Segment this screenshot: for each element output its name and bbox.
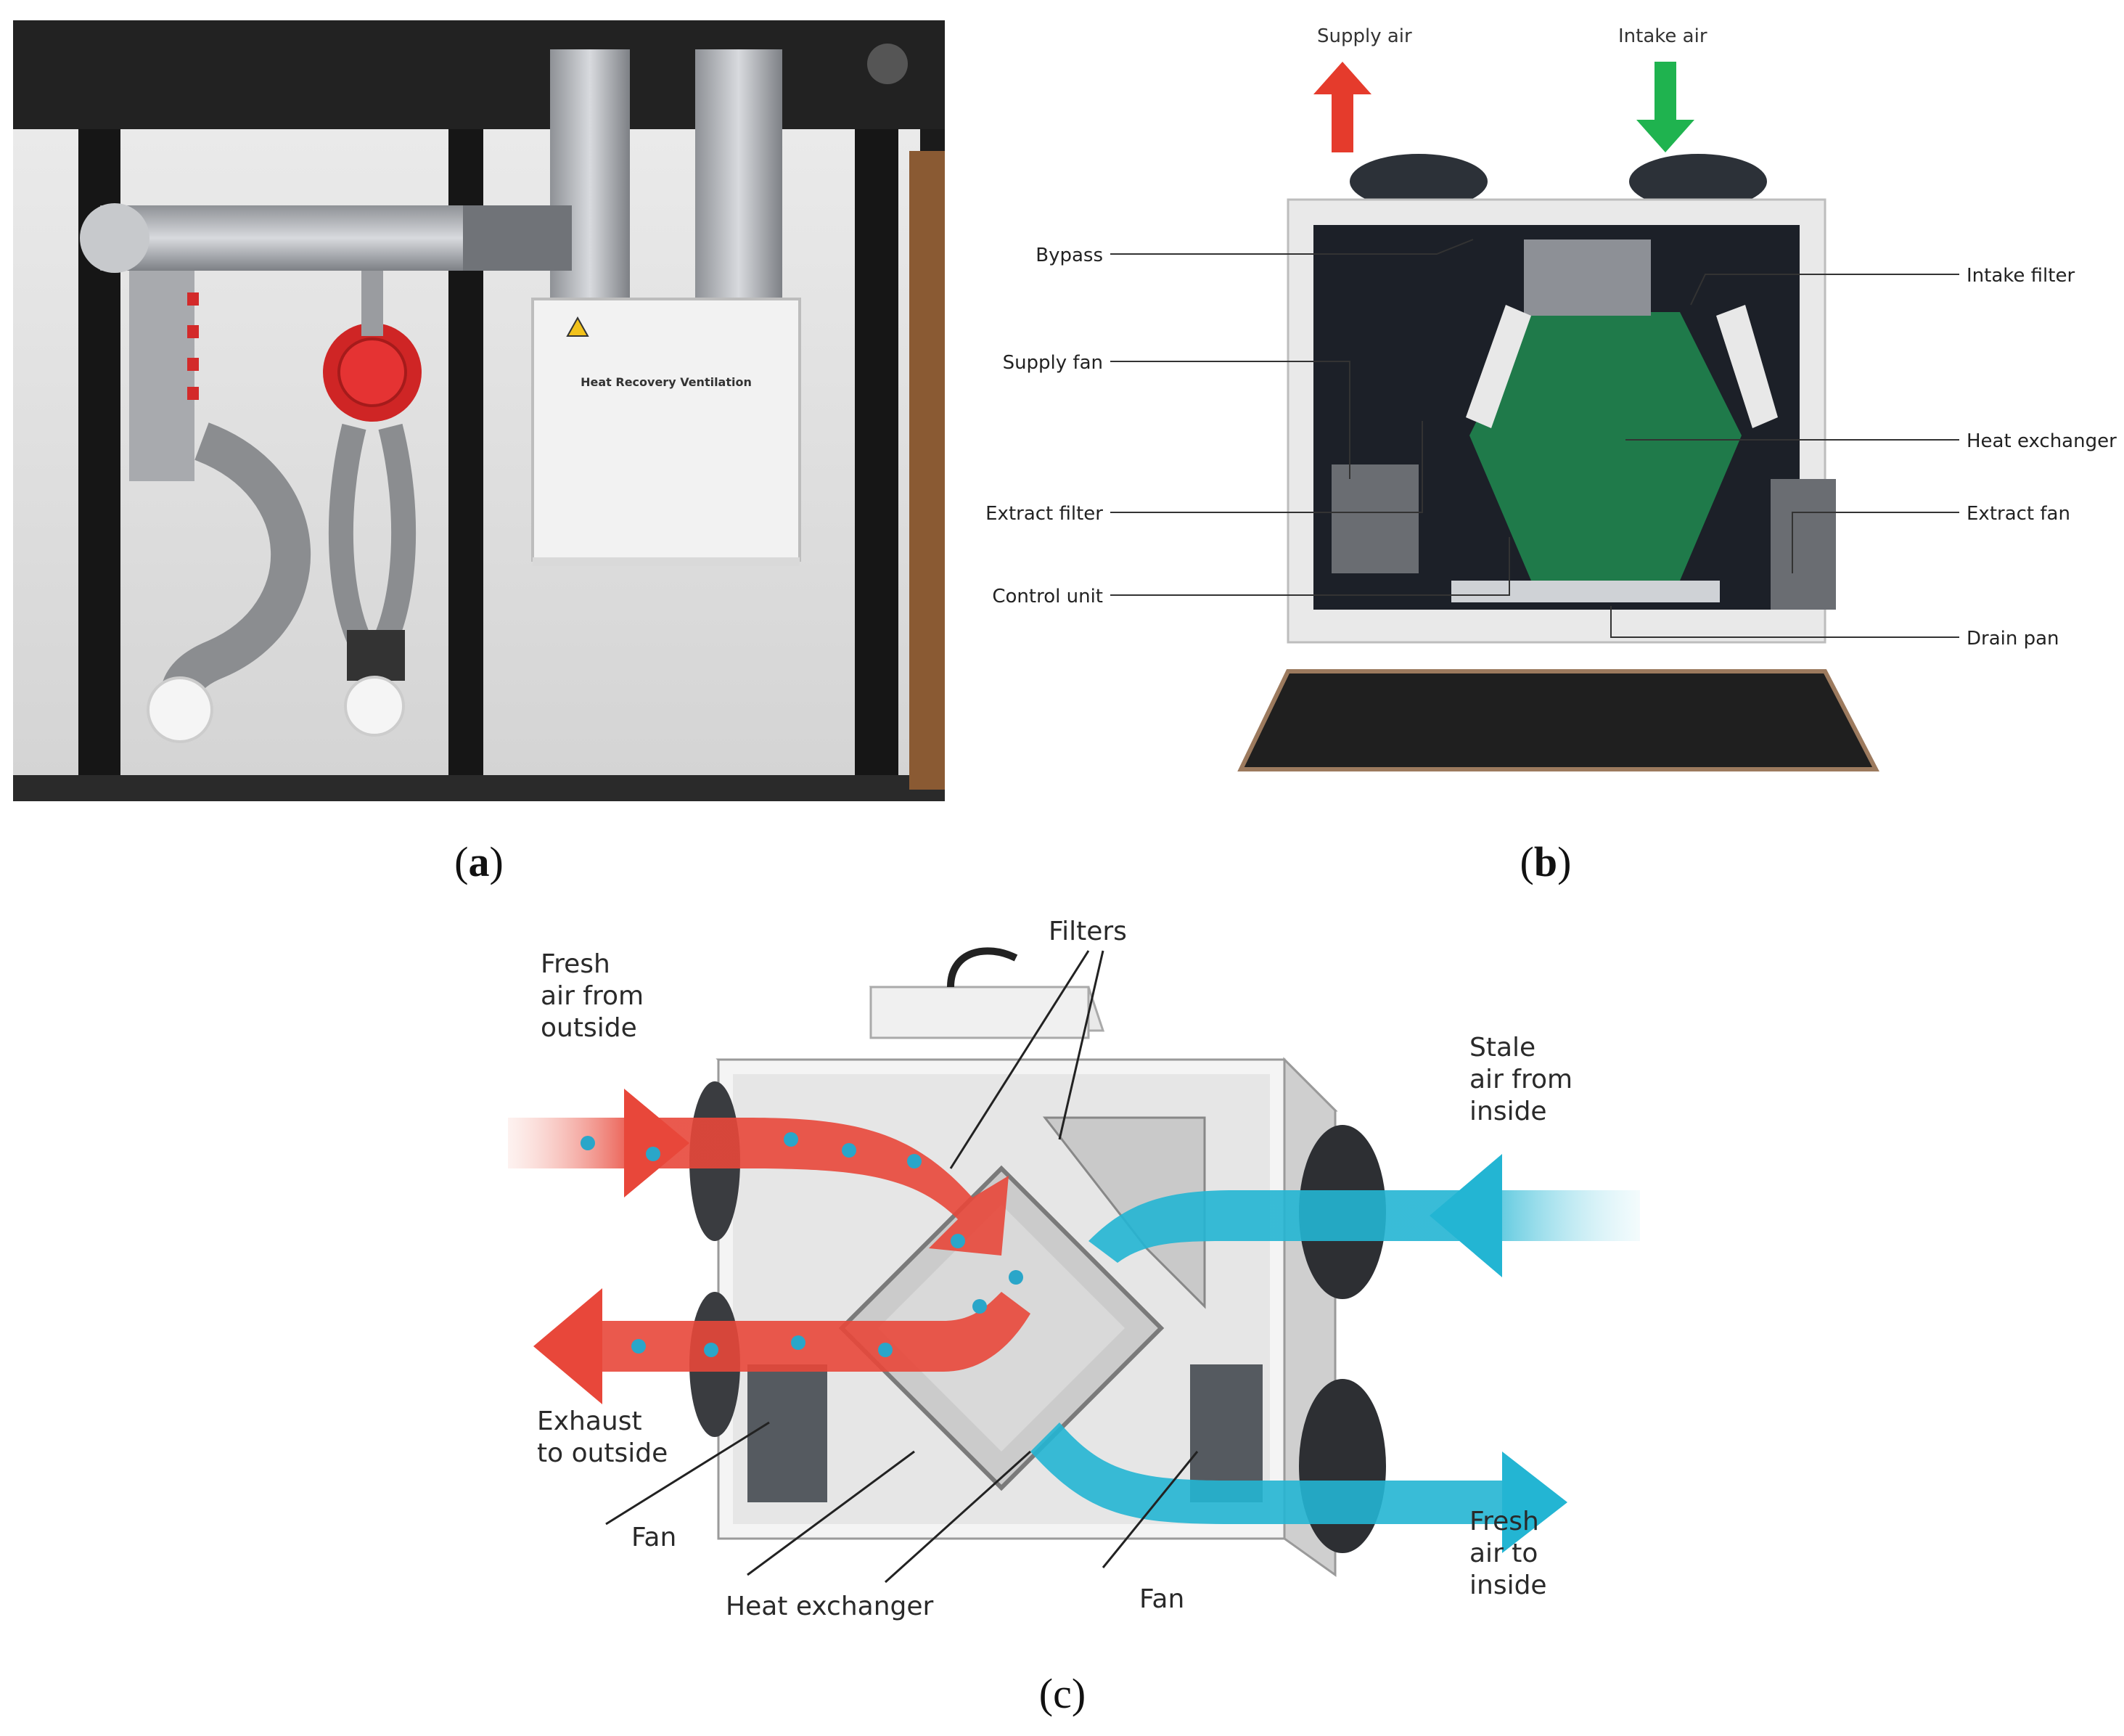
unit-label: Heat Recovery Ventilation — [581, 375, 752, 389]
extract-filter-label: Extract filter — [985, 503, 1103, 525]
hrv-airflow-c: Fresh air from outside Filters Stale air… — [508, 917, 1640, 1621]
intake-air-arrow-icon — [1636, 62, 1694, 152]
fan-left-label: Fan — [631, 1523, 676, 1552]
fan-right-icon — [1190, 1364, 1263, 1502]
caption-c: (c) — [1038, 1670, 1086, 1717]
panel-a-photo: Heat Recovery Ventilation — [13, 20, 945, 801]
intake-air-label: Intake air — [1618, 25, 1707, 47]
extract-fan-label: Extract fan — [1967, 503, 2070, 525]
drain-pan-label: Drain pan — [1967, 628, 2059, 650]
heat-exchanger-label: Heat exchanger — [1967, 430, 2117, 452]
hrv-cutaway-b: Supply air Intake air Bypass Supply fan … — [985, 25, 2117, 771]
fresh-air-from-outside-label: Fresh air from outside — [541, 949, 652, 1043]
fresh-air-to-inside-label: Fresh air to inside — [1469, 1507, 1547, 1600]
supply-fan-label: Supply fan — [1003, 352, 1103, 374]
intake-filter-label: Intake filter — [1967, 265, 2075, 287]
panel-b-diagram: Supply air Intake air Bypass Supply fan … — [972, 15, 2124, 820]
exhaust-to-outside-label: Exhaust to outside — [537, 1407, 668, 1468]
supply-air-label: Supply air — [1317, 25, 1412, 47]
supply-air-arrow-icon — [1313, 62, 1371, 152]
fan-left-icon — [747, 1364, 827, 1502]
filters-label: Filters — [1049, 917, 1127, 946]
control-unit-label: Control unit — [992, 586, 1103, 607]
caption-a: (a) — [454, 838, 504, 885]
fan-right-label: Fan — [1139, 1584, 1184, 1614]
heat-exchanger-label: Heat exchanger — [726, 1592, 934, 1621]
bypass-label: Bypass — [1036, 245, 1103, 266]
caption-b: (b) — [1520, 838, 1572, 885]
hrv-installation-photo: Heat Recovery Ventilation — [13, 20, 945, 801]
stale-air-from-inside-label: Stale air from inside — [1469, 1033, 1581, 1126]
panel-c-diagram: Fresh air from outside Filters Stale air… — [508, 900, 1640, 1647]
heat-exchanger-core — [1469, 312, 1742, 581]
